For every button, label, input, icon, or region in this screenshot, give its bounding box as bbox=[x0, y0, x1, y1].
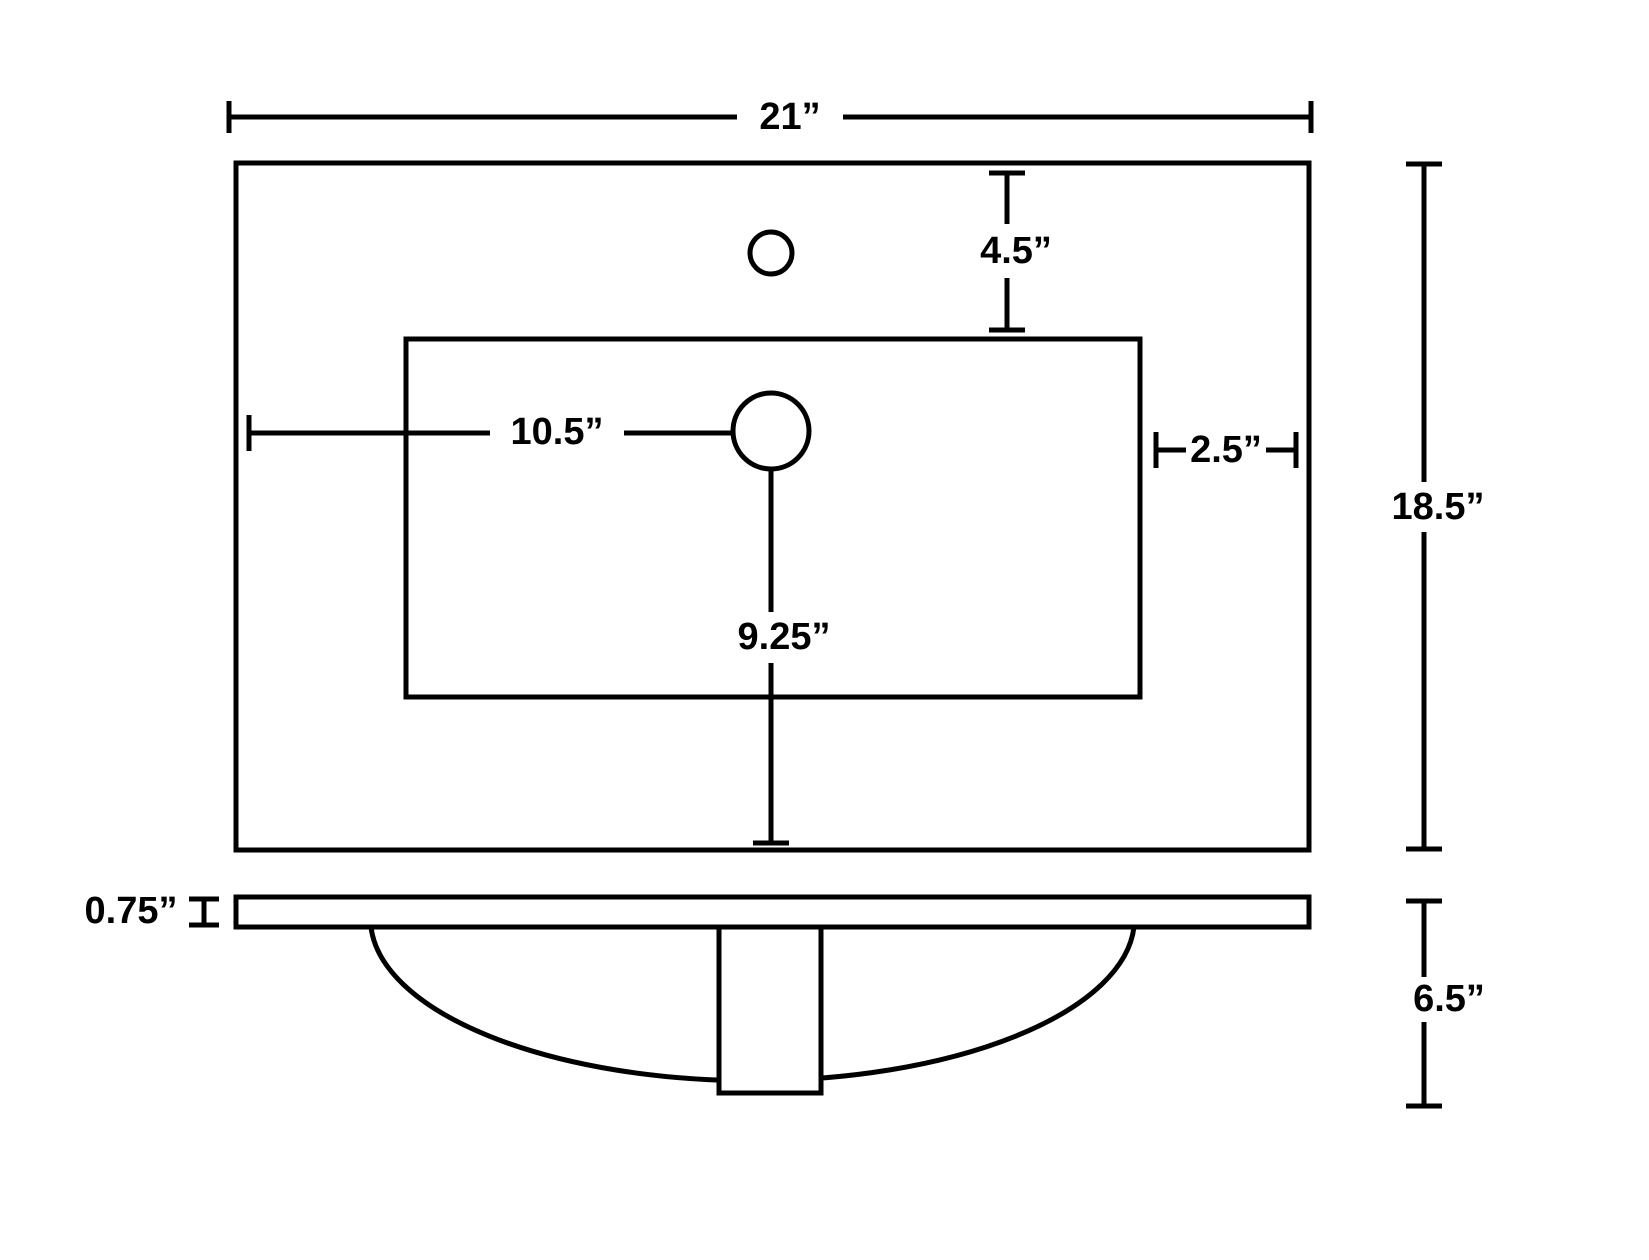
drain-left-offset-dimension: 10.5” bbox=[246, 411, 736, 453]
clearance-dim-label: 2.5” bbox=[1190, 429, 1262, 471]
deck-side-view bbox=[233, 894, 1312, 930]
faucet-offset-dimension: 4.5” bbox=[980, 170, 1052, 333]
faucet-dim-label: 4.5” bbox=[980, 230, 1052, 272]
basin-clearance-dimension: 2.5” bbox=[1153, 429, 1299, 471]
deck-thickness-dimension: 0.75” bbox=[85, 890, 219, 932]
bowl-depth-dim-label: 6.5” bbox=[1413, 978, 1485, 1020]
depth-dimension: 18.5” bbox=[1392, 161, 1485, 852]
drain-front-dim-label: 9.25” bbox=[738, 616, 831, 658]
drain-front-offset-dimension: 9.25” bbox=[738, 434, 831, 846]
bowl-depth-dimension: 6.5” bbox=[1406, 898, 1485, 1109]
depth-dim-label: 18.5” bbox=[1392, 486, 1485, 528]
thickness-dim-label: 0.75” bbox=[85, 890, 178, 932]
drain-hole bbox=[730, 390, 812, 472]
drain-pipe bbox=[716, 924, 824, 1096]
width-dimension: 21” bbox=[226, 96, 1314, 138]
drain-left-dim-label: 10.5” bbox=[511, 411, 604, 453]
width-dim-label: 21” bbox=[759, 96, 820, 138]
faucet-hole bbox=[747, 229, 795, 277]
